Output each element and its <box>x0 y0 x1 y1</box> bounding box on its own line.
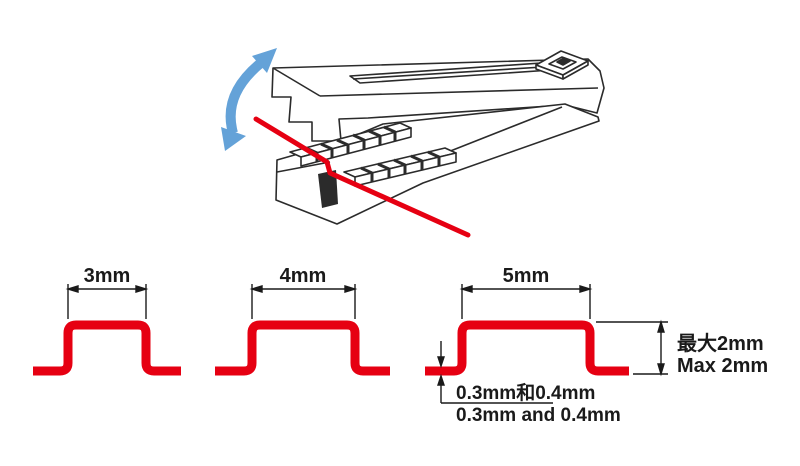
dimension-5mm: 5mm <box>459 265 593 319</box>
upper-arm-front-top-edge <box>319 87 599 97</box>
tooth-slot <box>352 133 366 149</box>
photo-etch-part-line <box>253 116 471 238</box>
tooth-slot <box>427 150 441 166</box>
bend-profile-diagrams: 3mm 4mm 5mm 最大2mm Max 2 <box>33 265 768 426</box>
dimension-label-4mm: 4mm <box>280 265 327 287</box>
tooth-slot <box>336 138 350 154</box>
rotation-arrow-icon <box>221 48 277 151</box>
dimension-arrow-right <box>579 285 593 293</box>
dimension-arrow-left <box>249 285 263 293</box>
rotation-arrow-arc <box>225 58 266 135</box>
dimension-arrow-left <box>459 285 473 293</box>
comb-teeth-near-row <box>343 147 457 187</box>
bend-profile-4mm-shape <box>215 320 390 376</box>
dimension-4mm: 4mm <box>249 265 358 319</box>
max-height-label-cjk: 最大2mm <box>677 332 764 355</box>
comb-teeth-far-row <box>289 122 412 167</box>
dimension-label-3mm: 3mm <box>84 265 131 287</box>
tooth-slot <box>393 158 407 174</box>
teeth-far-slots <box>305 125 397 162</box>
hinge-pin-hole <box>556 57 571 66</box>
thickness-arrow-down <box>437 356 445 369</box>
dimension-arrow-right <box>344 285 358 293</box>
dimension-arrow-down <box>657 363 665 377</box>
bend-profile-5mm-shape <box>425 320 629 376</box>
teeth-far-front-band <box>300 127 412 167</box>
upper-arm-left-edge <box>272 67 321 97</box>
hinge-boss-right-side <box>562 60 589 80</box>
bend-profiles <box>33 320 629 376</box>
hinge-boss <box>535 50 589 80</box>
thickness-label-cjk: 0.3mm和0.4mm <box>456 381 595 404</box>
bending-tool-illustration <box>221 48 605 238</box>
upper-arm-slot-depth-line <box>352 65 560 80</box>
max-height-dimension: 最大2mm Max 2mm <box>596 319 768 377</box>
lower-arm-block-edge <box>276 161 331 173</box>
tooth-slot <box>320 142 334 158</box>
thickness-dimension: 0.3mm和0.4mm 0.3mm and 0.4mm <box>437 341 621 426</box>
rotation-arrow-head-bottom <box>221 127 246 151</box>
thickness-label-en: 0.3mm and 0.4mm <box>456 405 621 426</box>
dimension-arrow-up <box>657 319 665 333</box>
fork-notch <box>318 170 338 208</box>
tooth-slot <box>410 154 424 170</box>
thickness-arrow-up <box>437 373 445 386</box>
max-height-label-en: Max 2mm <box>677 355 768 377</box>
tooth-slot <box>383 125 397 141</box>
tooth-slot <box>360 166 374 182</box>
dimension-label-5mm: 5mm <box>503 265 550 287</box>
dimension-arrow-right <box>135 285 149 293</box>
tooth-slot <box>368 129 382 145</box>
teeth-near-slots <box>360 150 441 182</box>
dimension-3mm: 3mm <box>65 265 149 319</box>
upper-arm <box>271 58 605 142</box>
rotation-arrow-head-top <box>252 48 277 73</box>
tooth-slot <box>377 162 391 178</box>
bend-profile-3mm-shape <box>33 320 181 376</box>
dimension-arrow-left <box>65 285 79 293</box>
